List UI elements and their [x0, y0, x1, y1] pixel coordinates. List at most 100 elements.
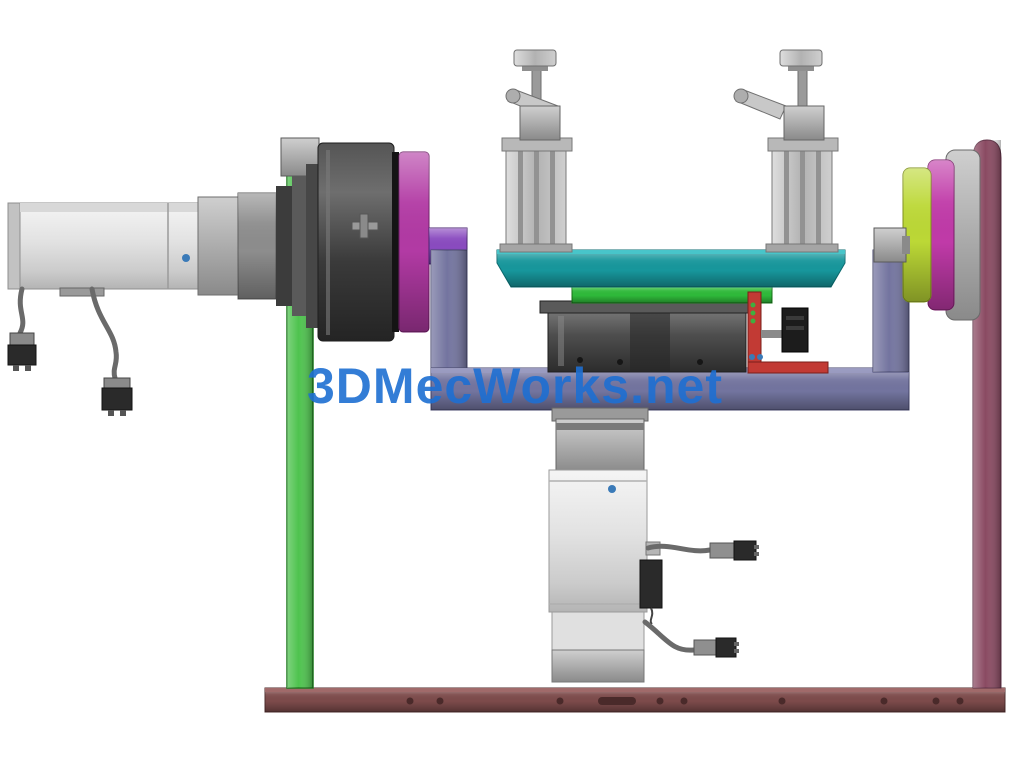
connector-pin	[108, 410, 114, 416]
gear-teeth-strip	[392, 152, 399, 332]
teal-plate-shading	[497, 250, 845, 287]
magenta-disc-shading	[928, 160, 954, 310]
connector-shell	[709, 542, 737, 559]
connector-body	[7, 344, 37, 366]
frame-left-arm-shading	[431, 250, 467, 372]
indicator-led	[749, 354, 755, 360]
cable-connector	[709, 540, 759, 561]
mounting-hole	[436, 697, 444, 705]
brake-wire	[649, 607, 654, 625]
terminal-pin	[750, 310, 756, 316]
extrusion-slot	[816, 150, 821, 250]
cable-connector	[7, 332, 37, 371]
connector-pin	[13, 365, 19, 371]
terminal-pin	[750, 318, 756, 324]
connector-pin	[734, 649, 739, 653]
motor-top-strip	[20, 203, 198, 212]
cable-clamp	[59, 287, 105, 297]
mounting-hole	[778, 697, 786, 705]
mounting-hole	[656, 697, 664, 705]
base-rail	[264, 687, 1006, 713]
housing-bolt	[697, 359, 703, 365]
mounting-hole	[956, 697, 964, 705]
clamp-grip	[733, 88, 749, 104]
clamp-bolt-stem	[359, 213, 369, 239]
clamp-knob	[513, 49, 557, 67]
cable-connector	[101, 377, 133, 416]
toggle-clamp-left	[505, 49, 561, 141]
left-servo-motor-body	[7, 202, 199, 290]
sensor-slot	[786, 326, 804, 330]
right-support-assembly	[873, 139, 1002, 689]
encoder-cable	[645, 543, 713, 554]
disc-highlight	[326, 150, 330, 335]
sensor-bracket-assembly	[747, 291, 829, 374]
housing-highlight	[558, 316, 564, 366]
cable-connector	[693, 637, 739, 658]
spindle-collar	[788, 64, 814, 71]
power-cable	[642, 619, 697, 653]
housing-band	[630, 310, 670, 372]
housing-bolt	[577, 357, 583, 363]
shaft-hub-step	[902, 236, 910, 254]
gearhead-ring	[556, 423, 644, 430]
connector-pin	[25, 365, 31, 371]
toggle-clamp-right	[733, 49, 825, 141]
post-foot	[499, 243, 573, 253]
mounting-hole	[880, 697, 888, 705]
mounting-hole	[932, 697, 940, 705]
housing-bolt	[617, 359, 623, 365]
extrusion-slot	[784, 150, 789, 250]
sensor-bracket-foot	[747, 361, 829, 374]
status-dot	[608, 485, 616, 493]
clamp-knob	[779, 49, 823, 67]
trunnion-frame	[430, 249, 910, 411]
green-disc-shading	[572, 286, 772, 303]
rotary-table	[496, 249, 846, 373]
flange-shading	[399, 152, 429, 332]
clamp-body	[519, 105, 561, 141]
connector-shell	[693, 639, 719, 656]
sensor-mount	[761, 330, 782, 338]
motor-body	[548, 469, 648, 613]
connector-pin	[734, 642, 739, 646]
clamp-towers	[499, 49, 839, 253]
mounting-hole	[406, 697, 414, 705]
connector-pin	[120, 410, 126, 416]
post-foot	[765, 243, 839, 253]
motor-end-cap	[7, 202, 21, 290]
spacer-ring	[292, 176, 306, 316]
connector-pin	[754, 545, 759, 549]
mounting-slot	[598, 697, 636, 705]
sensor-slot	[786, 316, 804, 320]
motor-cable	[89, 286, 119, 381]
motor-lower-section	[551, 611, 645, 653]
extrusion-slot	[534, 150, 539, 250]
clamp-body	[783, 105, 825, 141]
brake-module	[639, 559, 663, 609]
shaft-hub	[873, 227, 907, 263]
gearbox-stage-1	[197, 196, 239, 296]
table-servo-motor	[548, 407, 759, 683]
chartreuse-disc-shading	[903, 168, 931, 302]
teal-plate-top-edge	[497, 250, 845, 254]
motor-cable	[17, 286, 26, 336]
extrusion-slot	[800, 150, 805, 250]
base-rail-top-edge	[265, 688, 1005, 692]
mounting-hole	[556, 697, 564, 705]
motor-end-bell	[551, 649, 645, 683]
clamp-grip	[505, 88, 521, 104]
watermark-text: 3DMecWorks.net	[307, 358, 723, 414]
connector-body	[715, 637, 737, 658]
spindle-collar	[522, 64, 548, 71]
spacer-ring	[306, 164, 318, 328]
extrusion-slot	[550, 150, 555, 250]
status-dot	[182, 254, 190, 262]
connector-body	[101, 387, 133, 411]
connector-body	[733, 540, 757, 561]
spacer-ring	[276, 186, 292, 306]
terminal-pin	[750, 302, 756, 308]
connector-pin	[754, 552, 759, 556]
